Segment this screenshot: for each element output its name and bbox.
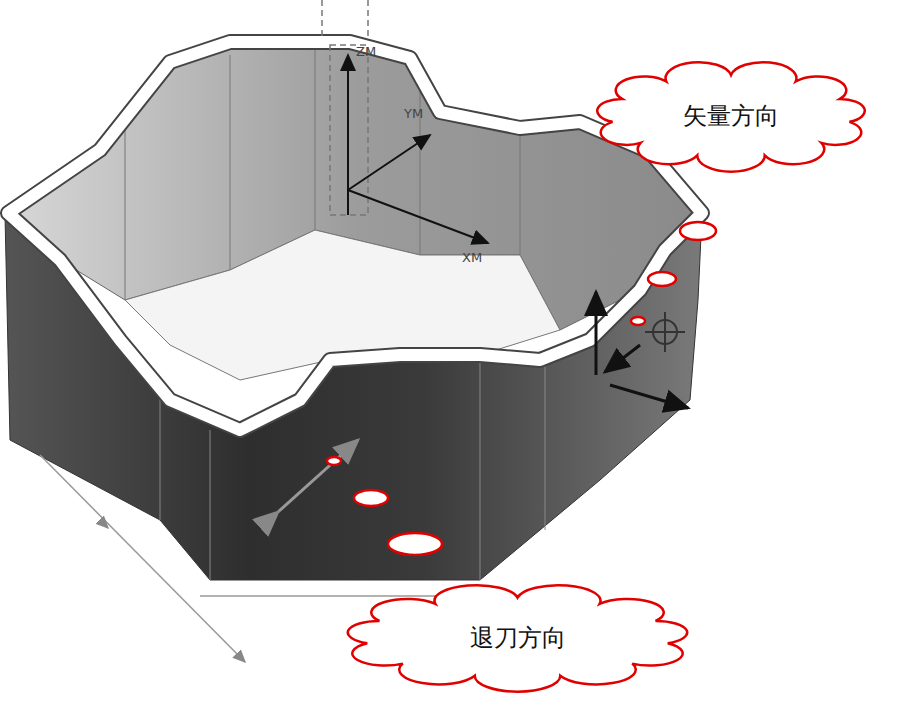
axis-label: ZM [356,44,376,59]
callout-text: 矢量方向 [683,100,779,132]
cloud-callout: 矢量方向 [595,62,867,170]
axis-label: YM [404,106,423,121]
callout-text: 退刀方向 [470,622,566,654]
cloud-shape [597,62,865,172]
axis-label: XM [462,250,482,265]
cloud-callout: 退刀方向 [345,585,690,690]
cloud-shape [348,585,687,692]
